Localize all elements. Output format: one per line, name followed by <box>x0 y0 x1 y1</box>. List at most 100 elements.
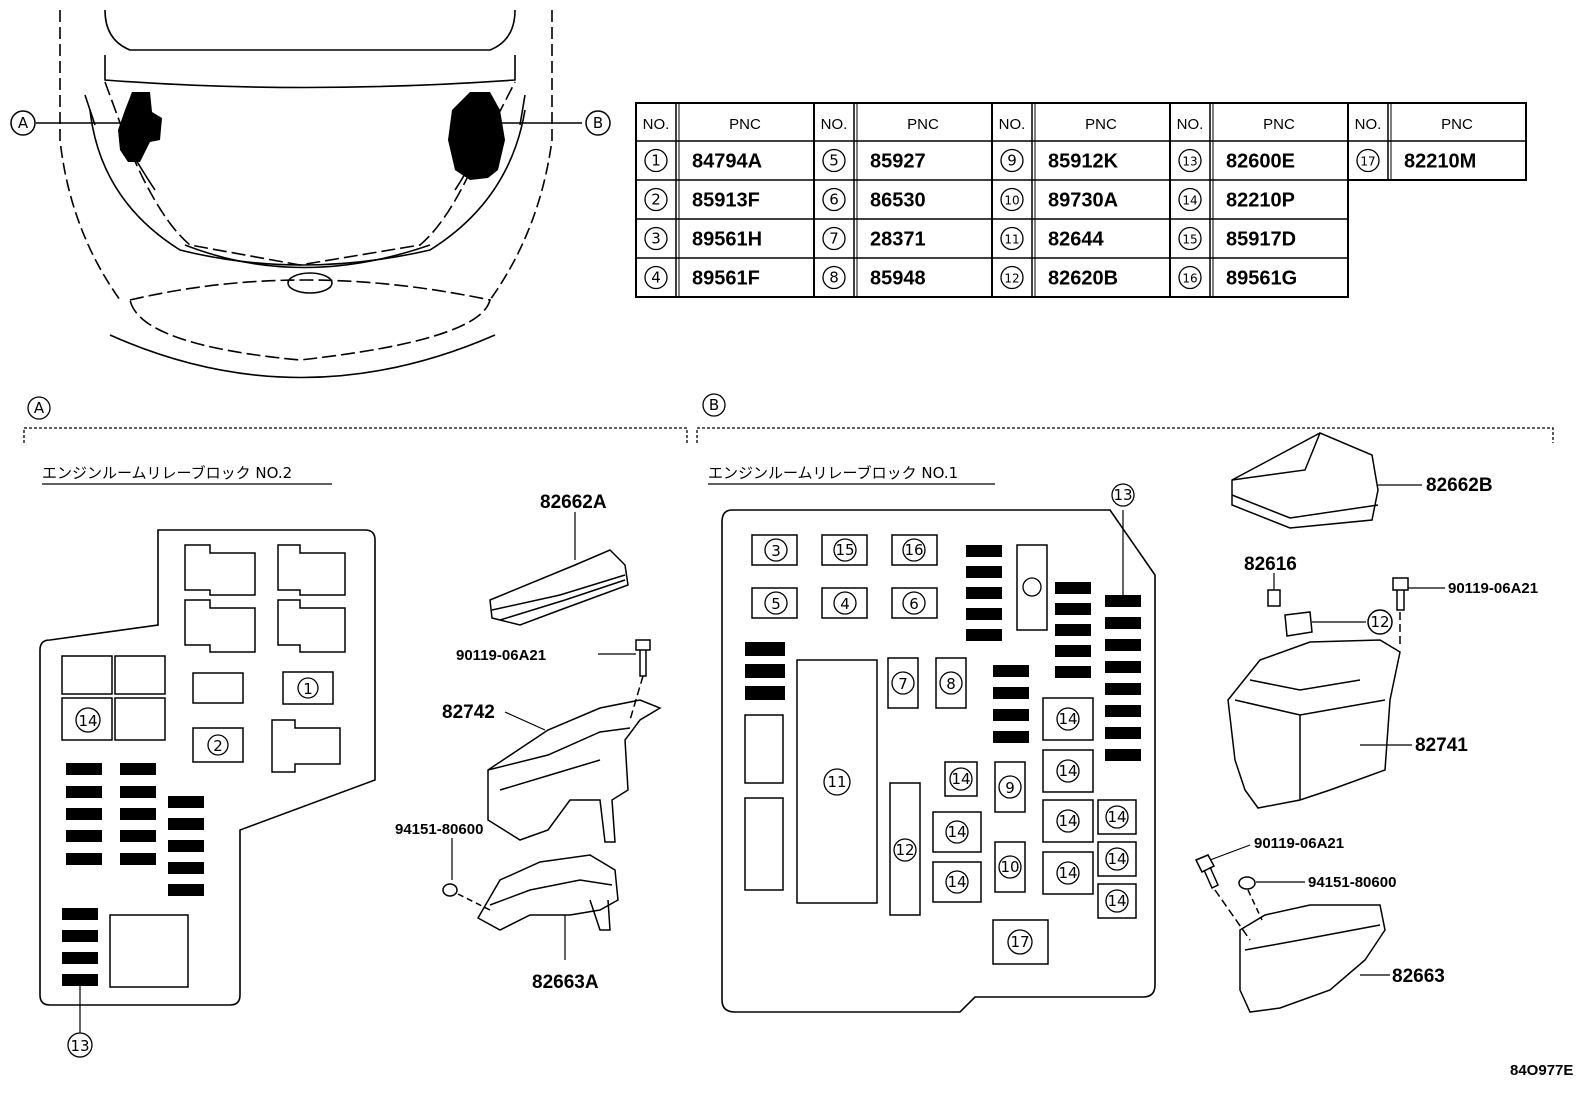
callout-16: 16 <box>904 541 923 559</box>
callout-14-b1: 14 <box>951 770 970 788</box>
table-no-circle <box>1178 148 1202 173</box>
table-no-cell: 8 <box>829 269 839 287</box>
table-no-circle <box>644 226 668 251</box>
table-pnc-cell: 85917D <box>1226 229 1296 251</box>
table-no-circle <box>1178 265 1202 290</box>
callout-15: 15 <box>835 541 854 559</box>
lower-cover-82663a-drawing <box>476 854 619 960</box>
table-group-border <box>1169 102 1349 298</box>
part-82663a-label: 82663A <box>532 972 599 993</box>
callout-14-b3: 14 <box>947 873 966 891</box>
nut-a-drawing <box>442 838 491 911</box>
table-no-cell: 14 <box>1182 194 1197 208</box>
relay-block-no1-outline <box>721 509 1156 1013</box>
callout-14-b6: 14 <box>1058 812 1077 830</box>
table-no-cell: 3 <box>651 230 661 248</box>
callout-14-b7: 14 <box>1058 864 1077 882</box>
cover-82662b-drawing <box>1231 432 1422 529</box>
table-no-cell: 15 <box>1182 233 1197 247</box>
part-90119-06a21-label-b-top: 90119-06A21 <box>1448 580 1538 597</box>
part-90119-06a21-label-a: 90119-06A21 <box>456 647 546 664</box>
bolt-a-drawing <box>598 639 651 721</box>
table-no-cell: 16 <box>1182 272 1197 286</box>
callout-13-a: 13 <box>70 1037 89 1055</box>
part-82662a-label: 82662A <box>540 492 607 513</box>
table-no-circle <box>1000 265 1024 290</box>
callout-12: 12 <box>895 841 914 859</box>
table-header-no: NO. <box>999 116 1026 133</box>
bolt-b-top-drawing <box>1392 577 1445 645</box>
callout-3: 3 <box>771 542 781 560</box>
table-pnc-cell: 89561G <box>1226 268 1297 290</box>
section-b-callout-circles <box>764 483 1135 955</box>
table-no-cell: 1 <box>651 152 661 170</box>
callout-14-b8: 14 <box>1107 808 1126 826</box>
relay-block-no2-fuses <box>62 763 204 986</box>
table-no-circle <box>1000 187 1024 212</box>
table-header-no: NO. <box>821 116 848 133</box>
part-82616-label: 82616 <box>1244 554 1297 575</box>
table-no-circle <box>822 265 846 290</box>
vehicle-marker-a: A <box>18 114 29 132</box>
table-no-cell: 12 <box>1004 272 1019 286</box>
vehicle-markers <box>10 110 611 136</box>
table-header-no: NO. <box>643 116 670 133</box>
table-pnc-cell: 85927 <box>870 151 926 173</box>
relay-block-no2-outline <box>39 529 376 1006</box>
table-no-circle <box>1178 187 1202 212</box>
relay-block-no2-parts <box>61 544 346 988</box>
callout-8: 8 <box>946 675 956 693</box>
table-pnc-cell: 82210M <box>1404 151 1476 173</box>
table-no-circle <box>1000 148 1024 173</box>
table-header-no: NO. <box>1355 116 1382 133</box>
callout-5: 5 <box>771 595 781 613</box>
bolt-b-bottom-drawing <box>1194 844 1251 941</box>
relay-block-no1-parts <box>744 534 1137 965</box>
callout-11: 11 <box>827 773 846 791</box>
callout-12-b-exploded: 12 <box>1370 613 1389 631</box>
part-82742-label: 82742 <box>442 702 495 723</box>
table-no-circle <box>644 187 668 212</box>
relay-block-82741-drawing <box>1227 639 1412 809</box>
table-no-cell: 17 <box>1360 155 1375 169</box>
table-no-cell: 10 <box>1004 194 1019 208</box>
table-pnc-cell: 85913F <box>692 190 760 212</box>
table-pnc-cell: 85912K <box>1048 151 1119 173</box>
callout-14-a: 14 <box>78 712 97 730</box>
section-b-marker: B <box>709 396 719 414</box>
fuse-clip-82616-drawing <box>1267 573 1281 607</box>
table-header-pnc: PNC <box>1263 116 1295 133</box>
part-82662b-label: 82662B <box>1426 475 1493 496</box>
table-pnc-cell: 85948 <box>870 268 926 290</box>
figure-id: 84O977E <box>1510 1062 1573 1079</box>
table-no-circle <box>1000 226 1024 251</box>
table-header-pnc: PNC <box>1085 116 1117 133</box>
table-no-circle <box>1356 148 1380 173</box>
relay-block-a-silhouette <box>118 92 162 162</box>
table-no-cell: 9 <box>1007 152 1017 170</box>
part-94151-80600-label-a: 94151-80600 <box>395 821 483 838</box>
table-no-circle <box>822 148 846 173</box>
nut-b-drawing <box>1238 876 1305 921</box>
table-no-cell: 11 <box>1004 233 1019 247</box>
table-pnc-cell: 89561F <box>692 268 760 290</box>
relay-12-drawing <box>1284 609 1393 637</box>
table-no-circle <box>822 187 846 212</box>
table-pnc-cell: 89561H <box>692 229 762 251</box>
section-a-title: エンジンルームリレーブロック NO.2 <box>42 464 292 482</box>
section-b-title: エンジンルームリレーブロック NO.1 <box>708 464 958 482</box>
section-a-callout-circles <box>67 677 319 1058</box>
callout-17: 17 <box>1010 933 1029 951</box>
table-no-cell: 2 <box>651 191 661 209</box>
bracket-82742-drawing <box>487 699 662 843</box>
section-a-marker: A <box>34 399 45 417</box>
callout-14-b2: 14 <box>947 823 966 841</box>
part-82663-label: 82663 <box>1392 966 1445 987</box>
table-no-circle <box>644 265 668 290</box>
table-pnc-cell: 28371 <box>870 229 926 251</box>
lower-cover-82663-drawing <box>1239 904 1390 1013</box>
table-pnc-cell: 82620B <box>1048 268 1118 290</box>
table-no-cell: 13 <box>1182 155 1197 169</box>
